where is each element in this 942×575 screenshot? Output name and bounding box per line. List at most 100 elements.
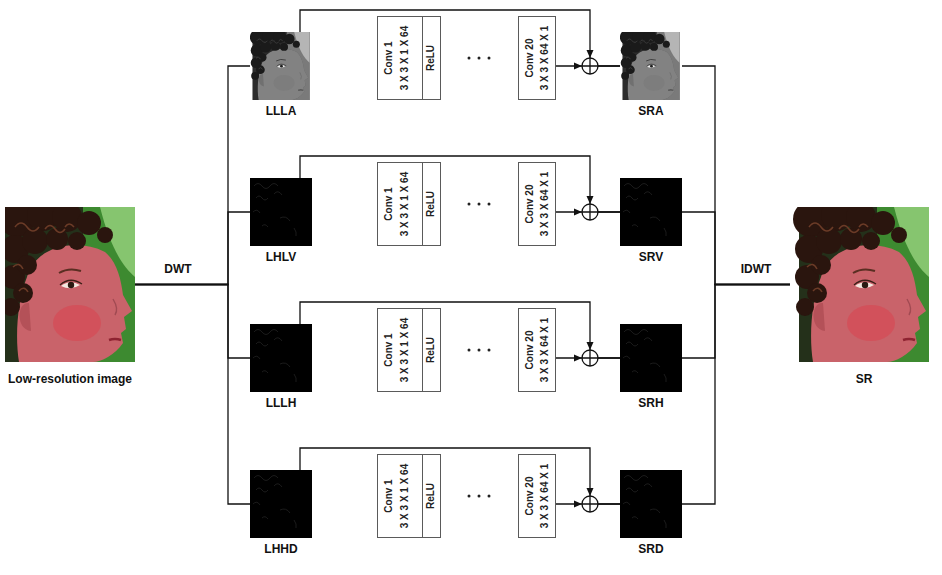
image-frame [620,324,682,392]
detail-subband [250,324,312,392]
image-label: LLLH [266,396,297,410]
connector-line [135,66,250,285]
text-cell: ReLU [423,309,439,391]
super-resolved-photo [793,199,929,362]
arrow-head [587,196,594,204]
conv-block: Conv 203 X 3 X 64 X 1 [518,308,556,392]
image-frame [250,324,312,392]
subband-image: SRV [620,178,682,264]
text-cell: ReLU [423,17,439,99]
image-frame [620,470,682,538]
text-cell: ReLU [423,163,439,245]
text-cell: Conv 1 [381,163,397,245]
layer-label: ReLU [425,191,437,217]
layer-label: Conv 20 [524,39,536,78]
connector-line [682,285,790,505]
text-cell: 3 X 3 X 64 X 1 [537,163,553,245]
ellipsis-dots [468,57,491,498]
text-cell: Conv 20 [522,455,538,537]
approximation-subband [250,28,310,100]
approximation-subband [620,28,680,100]
subband-image: SRH [620,324,682,410]
arrow-head [574,501,582,508]
subband-image: SRD [620,470,682,556]
connector-line [135,285,250,359]
connector [300,10,620,66]
image-label: SR [856,372,873,386]
connector [682,285,790,359]
connector-line [300,156,620,212]
conv-block: Conv 1 3 X 3 X 1 X 64 ReLU [377,162,441,246]
input-image: Low-resolution image [5,207,135,386]
sum-symbol [582,58,598,512]
arrow-head [587,488,594,496]
conv-block: Conv 1 3 X 3 X 1 X 64 ReLU [377,308,441,392]
conv-block: Conv 1 3 X 3 X 1 X 64 ReLU [377,16,441,100]
text-cell: Conv 20 [522,17,538,99]
connector [300,302,620,358]
conv-block: Conv 203 X 3 X 64 X 1 [518,16,556,100]
connector-line [682,212,790,285]
arrow-head [587,342,594,350]
connector-line [682,285,790,359]
layer-label: Conv 1 [383,187,395,220]
layer-label: 3 X 3 X 1 X 64 [399,318,411,383]
conv-block: Conv 13 X 3 X 1 X 64 ReLU [377,454,441,538]
connector-line [300,10,620,66]
output-image: SR [790,207,938,386]
detail-subband [620,178,682,246]
subband-image: SRA [620,32,682,118]
layer-label: Conv 20 [524,185,536,224]
transform-label: IDWT [741,262,772,276]
text-cell: Conv 1 [381,309,397,391]
subband-image: LHHD [250,470,312,556]
text-cell: Conv 20 [522,163,538,245]
block-divider [422,455,423,537]
connector [135,285,250,359]
text-cell: ReLU [423,455,439,537]
connector [135,212,250,285]
connector [135,66,250,285]
layer-label: 3 X 3 X 1 X 64 [399,26,411,91]
image-label: LHHD [264,542,297,556]
image-frame [790,207,938,362]
layer-label: 3 X 3 X 64 X 1 [539,172,551,237]
layer-label: Conv 1 [383,333,395,366]
connector-line [135,212,250,285]
layer-label: 3 X 3 X 64 X 1 [539,464,551,529]
connector-line [682,66,790,285]
low-resolution-photo [0,199,135,362]
block-divider [422,163,423,245]
layer-label: Conv 1 [383,479,395,512]
block-divider [422,17,423,99]
text-cell: 3 X 3 X 64 X 1 [537,455,553,537]
text-cell: 3 X 3 X 1 X 64 [397,455,413,537]
text-cell: Conv 20 [522,309,538,391]
image-frame [250,178,312,246]
layer-label: ReLU [425,337,437,363]
layer-label: Conv 20 [524,331,536,370]
layer-label: ReLU [425,45,437,71]
layer-label: ReLU [425,483,437,509]
layer-label: Conv 20 [524,477,536,516]
subband-image: LLLH [250,324,312,410]
detail-subband [250,178,312,246]
text-cell: 3 X 3 X 1 X 64 [397,17,413,99]
detail-subband [620,470,682,538]
arrow-head [574,355,582,362]
text-cell: 3 X 3 X 1 X 64 [397,309,413,391]
layer-label: 3 X 3 X 64 X 1 [539,26,551,91]
conv-block: Conv 203 X 3 X 64 X 1 [518,162,556,246]
arrow-head [587,50,594,58]
conv-block: Conv 203 X 3 X 64 X 1 [518,454,556,538]
text-cell: 3 X 3 X 64 X 1 [537,17,553,99]
arrow-head [574,63,582,70]
text-cell: 3 X 3 X 1 X 64 [397,163,413,245]
transform-label: DWT [164,262,191,276]
connector [135,285,250,505]
detail-subband [250,470,312,538]
layer-label: 3 X 3 X 1 X 64 [399,172,411,237]
layer-label: Conv 1 [383,41,395,74]
